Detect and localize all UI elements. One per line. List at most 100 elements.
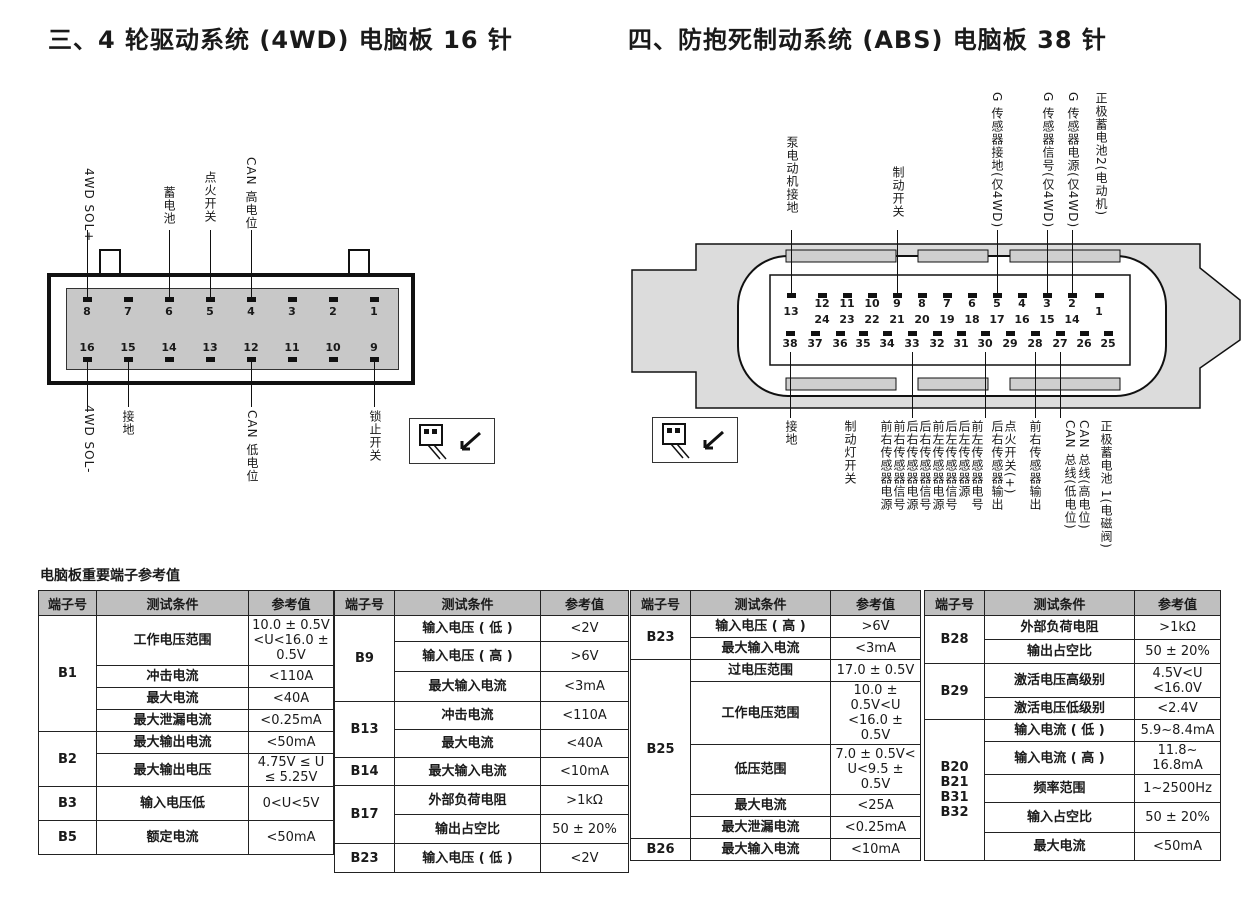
pin16-number: 9 xyxy=(370,341,378,354)
condition-cell: 最大电流 xyxy=(96,687,249,710)
label-fl-sensor-power: 前左传感器电源 xyxy=(931,420,945,511)
table-row: 输入电流 ( 高 )11.8~ 16.8mA xyxy=(925,741,1221,775)
pin16-number: 13 xyxy=(202,341,218,354)
pin38-mark xyxy=(908,331,917,336)
pin38-number: 13 xyxy=(783,305,799,318)
pin38-number: 25 xyxy=(1100,337,1116,350)
table-header: 端子号 xyxy=(924,590,985,616)
table-header: 参考值 xyxy=(830,590,921,616)
label-fr-sensor-output: 前右传感器输出 xyxy=(1028,420,1042,511)
terminal-cell: B17 xyxy=(334,785,395,844)
pin16-mark xyxy=(124,357,133,362)
pin16-mark xyxy=(83,357,92,362)
table-row: 最大电流<40A xyxy=(335,729,629,758)
value-cell: <0.25mA xyxy=(248,709,334,732)
condition-cell: 最大泄漏电流 xyxy=(96,709,249,732)
value-cell: <110A xyxy=(540,701,629,730)
table-row: 最大电流<40A xyxy=(39,687,334,710)
table-header: 参考值 xyxy=(1134,590,1221,616)
pin38-mark xyxy=(981,331,990,336)
pin38-lead-top xyxy=(1047,230,1048,293)
condition-cell: 输入电流 ( 低 ) xyxy=(984,719,1135,742)
condition-cell: 过电压范围 xyxy=(690,659,831,682)
pin38-number: 30 xyxy=(977,337,993,350)
pin38-number: 12 xyxy=(814,297,830,310)
value-cell: 0<U<5V xyxy=(248,786,334,821)
condition-cell: 最大输出电压 xyxy=(96,753,249,787)
terminal-cell: B28 xyxy=(924,615,985,664)
pin38-mark xyxy=(918,293,927,298)
value-cell: 1~2500Hz xyxy=(1134,774,1221,803)
value-cell: 10.0 ± 0.5V<U <16.0 ± 0.5V xyxy=(830,681,921,745)
value-cell: <25A xyxy=(830,794,921,817)
value-cell: <50mA xyxy=(1134,832,1221,861)
condition-cell: 外部负荷电阻 xyxy=(394,785,541,815)
label-battery: 蓄电池 xyxy=(162,186,176,225)
value-cell: 11.8~ 16.8mA xyxy=(1134,741,1221,775)
value-cell: <2.4V xyxy=(1134,697,1221,720)
pin16-mark xyxy=(288,357,297,362)
terminal-cell: B2 xyxy=(38,731,97,787)
label-ground: 接地 xyxy=(121,410,135,436)
terminal-cell: B14 xyxy=(334,757,395,786)
terminal-cell: B13 xyxy=(334,701,395,758)
table-header: 端子号 xyxy=(334,590,395,616)
connector16-tab-left xyxy=(99,249,121,274)
table-row: 最大输入电流<3mA xyxy=(631,637,921,660)
pin38-lead-top xyxy=(1072,230,1073,293)
pin38-lead-bottom xyxy=(1035,352,1036,418)
pin16-mark xyxy=(370,357,379,362)
terminal-cell: B25 xyxy=(630,659,691,839)
pin38-mark xyxy=(836,331,845,336)
label-battery2-motor: 正极蓄电池2(电动机) xyxy=(1094,92,1108,216)
pin38-number: 35 xyxy=(855,337,871,350)
pin16-lead-bottom xyxy=(374,362,375,407)
value-cell: <3mA xyxy=(540,671,629,702)
value-cell: >1kΩ xyxy=(540,785,629,815)
value-cell: <40A xyxy=(540,729,629,758)
pin38-mark xyxy=(786,331,795,336)
pin16-number: 1 xyxy=(370,305,378,318)
pin38-mark xyxy=(1056,331,1065,336)
pin16-number: 12 xyxy=(243,341,259,354)
label-rl-sensor-source: 后左传感器源 xyxy=(957,420,971,498)
pin38-number: 10 xyxy=(864,297,880,310)
table-row: 最大输入电流<3mA xyxy=(335,671,629,702)
value-cell: <0.25mA xyxy=(830,816,921,839)
label-4wd-sol-minus: 4WD SOL- xyxy=(82,405,96,474)
connector16-plug-icon xyxy=(409,418,495,464)
pin38-mark xyxy=(933,331,942,336)
pin38-number: 19 xyxy=(939,313,955,326)
value-cell: <50mA xyxy=(248,820,334,855)
terminal-cell: B5 xyxy=(38,820,97,855)
value-cell: <10mA xyxy=(830,838,921,861)
value-cell: 4.75V ≤ U ≤ 5.25V xyxy=(248,753,334,787)
pin16-number: 4 xyxy=(247,305,255,318)
condition-cell: 输入电流 ( 高 ) xyxy=(984,741,1135,775)
pin38-number: 8 xyxy=(918,297,926,310)
pin38-number: 18 xyxy=(964,313,980,326)
terminal-cell: B26 xyxy=(630,838,691,861)
condition-cell: 频率范围 xyxy=(984,774,1135,803)
value-cell: >1kΩ xyxy=(1134,615,1221,640)
pin38-mark xyxy=(843,293,852,298)
condition-cell: 最大电流 xyxy=(394,729,541,758)
value-cell: <2V xyxy=(540,843,629,873)
pin16-mark xyxy=(165,297,174,302)
condition-cell: 激活电压低级别 xyxy=(984,697,1135,720)
label-can-high: CAN 高电位 xyxy=(244,157,258,230)
pin16-lead-top xyxy=(87,230,88,297)
pin16-mark xyxy=(370,297,379,302)
label-rr-sensor-output: 后右传感器输出 xyxy=(990,420,1004,511)
condition-cell: 最大输入电流 xyxy=(394,757,541,786)
table-header: 端子号 xyxy=(630,590,691,616)
pin38-number: 28 xyxy=(1027,337,1043,350)
pin38-mark xyxy=(968,293,977,298)
